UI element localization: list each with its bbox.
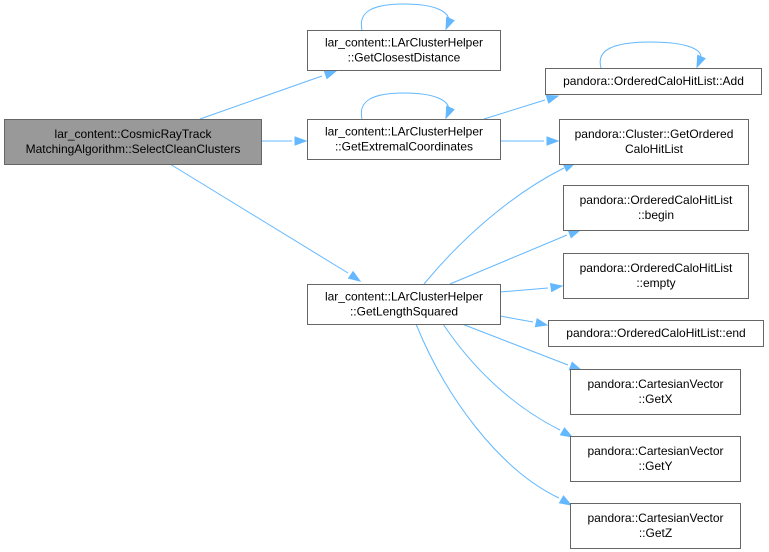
node-box [570, 436, 741, 482]
node-label-line: ::empty [636, 276, 675, 290]
node-label-line: pandora::Cluster::GetOrdered [575, 127, 734, 141]
edge-line [423, 167, 565, 285]
node-box [563, 253, 749, 299]
edge-arrowhead [445, 16, 455, 31]
edge-add-to-add [599, 41, 706, 69]
edge-arrowhead [568, 361, 583, 371]
node-box [307, 30, 501, 71]
edge-line [415, 323, 560, 499]
node-label-line: ::begin [638, 208, 674, 222]
node-select-clean[interactable]: lar_content::CosmicRayTrackMatchingAlgor… [4, 119, 262, 165]
edge-length_sq-to-getx [461, 323, 583, 371]
edge-arrowhead [534, 317, 549, 328]
node-label-line: MatchingAlgorithm::SelectCleanClusters [26, 142, 241, 156]
node-label-line: lar_content::CosmicRayTrack [55, 127, 213, 141]
node-box [570, 503, 741, 549]
node-label-line: pandora::OrderedCaloHitList::Add [563, 74, 744, 88]
edge-arrowhead [549, 282, 564, 293]
node-box [570, 369, 741, 415]
node-begin[interactable]: pandora::OrderedCaloHitList::begin [563, 185, 749, 231]
node-getz[interactable]: pandora::CartesianVector::GetZ [570, 503, 741, 549]
node-getx[interactable]: pandora::CartesianVector::GetX [570, 369, 741, 415]
node-gety[interactable]: pandora::CartesianVector::GetY [570, 436, 741, 482]
edge-closest-to-closest [360, 3, 455, 31]
edge-select_clean-to-extremal [261, 136, 308, 146]
node-end[interactable]: pandora::OrderedCaloHitList::end [548, 320, 764, 347]
edge-arrowhead [347, 270, 362, 282]
node-label-line: pandora::CartesianVector [587, 377, 723, 391]
edge-arrowhead [696, 54, 706, 69]
edge-extremal-to-add [483, 94, 560, 120]
node-box [548, 320, 764, 347]
node-label-line: ::GetZ [639, 526, 672, 540]
node-box [4, 119, 262, 165]
edge-line [483, 99, 546, 120]
node-box [545, 68, 762, 95]
edge-line [199, 75, 323, 120]
edge-line [499, 287, 549, 293]
node-empty[interactable]: pandora::OrderedCaloHitList::empty [563, 253, 749, 299]
node-label-line: CaloHitList [625, 142, 684, 156]
node-box [307, 119, 501, 160]
edge-length_sq-to-begin [449, 229, 582, 285]
node-label-line: ::GetX [638, 392, 672, 406]
edge-arrowhead [445, 105, 455, 120]
edge-select_clean-to-length_sq [169, 163, 362, 282]
edge-arrowhead [323, 70, 338, 80]
node-label-line: lar_content::LArClusterHelper [325, 36, 483, 50]
edge-line [169, 163, 349, 274]
node-label-line: ::GetClosestDistance [348, 51, 461, 65]
node-label-line: ::GetExtremalCoordinates [335, 140, 473, 154]
node-label-line: lar_content::LArClusterHelper [325, 290, 483, 304]
edge-arrowhead [546, 136, 560, 146]
node-add[interactable]: pandora::OrderedCaloHitList::Add [545, 68, 762, 95]
node-label-line: pandora::OrderedCaloHitList [580, 193, 733, 207]
edge-arrowhead [559, 427, 574, 438]
edge-arrowhead [558, 495, 573, 506]
edge-arrowhead [294, 136, 308, 146]
edge-arrowhead [567, 229, 582, 239]
node-closest[interactable]: lar_content::LArClusterHelper::GetCloses… [307, 30, 501, 71]
edge-length_sq-to-gety [442, 323, 574, 438]
node-box [307, 284, 501, 325]
node-box [563, 185, 749, 231]
node-length-sq[interactable]: lar_content::LArClusterHelper::GetLength… [307, 284, 501, 325]
node-label-line: pandora::OrderedCaloHitList [580, 261, 733, 275]
edge-line [360, 3, 450, 31]
node-label-line: ::GetLengthSquared [350, 305, 458, 319]
edge-line [461, 323, 569, 366]
edge-arrowhead [545, 94, 560, 104]
node-label-line: pandora::CartesianVector [587, 444, 723, 458]
edge-extremal-to-extremal [360, 92, 455, 120]
edge-line [499, 315, 534, 323]
node-label-line: lar_content::LArClusterHelper [325, 125, 483, 139]
node-label-line: pandora::CartesianVector [587, 511, 723, 525]
edge-length_sq-to-getz [415, 323, 573, 506]
edge-select_clean-to-closest [199, 70, 338, 120]
edge-line [360, 92, 450, 120]
node-extremal[interactable]: lar_content::LArClusterHelper::GetExtrem… [307, 119, 501, 160]
edge-line [449, 234, 568, 285]
edge-line [599, 41, 702, 69]
edge-line [442, 323, 561, 431]
edge-length_sq-to-empty [499, 282, 564, 293]
node-label-line: pandora::OrderedCaloHitList::end [566, 326, 745, 340]
edge-extremal-to-get_ordered [500, 136, 560, 146]
edge-length_sq-to-end [499, 315, 549, 328]
node-label-line: ::GetY [638, 459, 672, 473]
node-box [559, 119, 749, 165]
edge-length_sq-to-get_ordered [423, 162, 577, 285]
